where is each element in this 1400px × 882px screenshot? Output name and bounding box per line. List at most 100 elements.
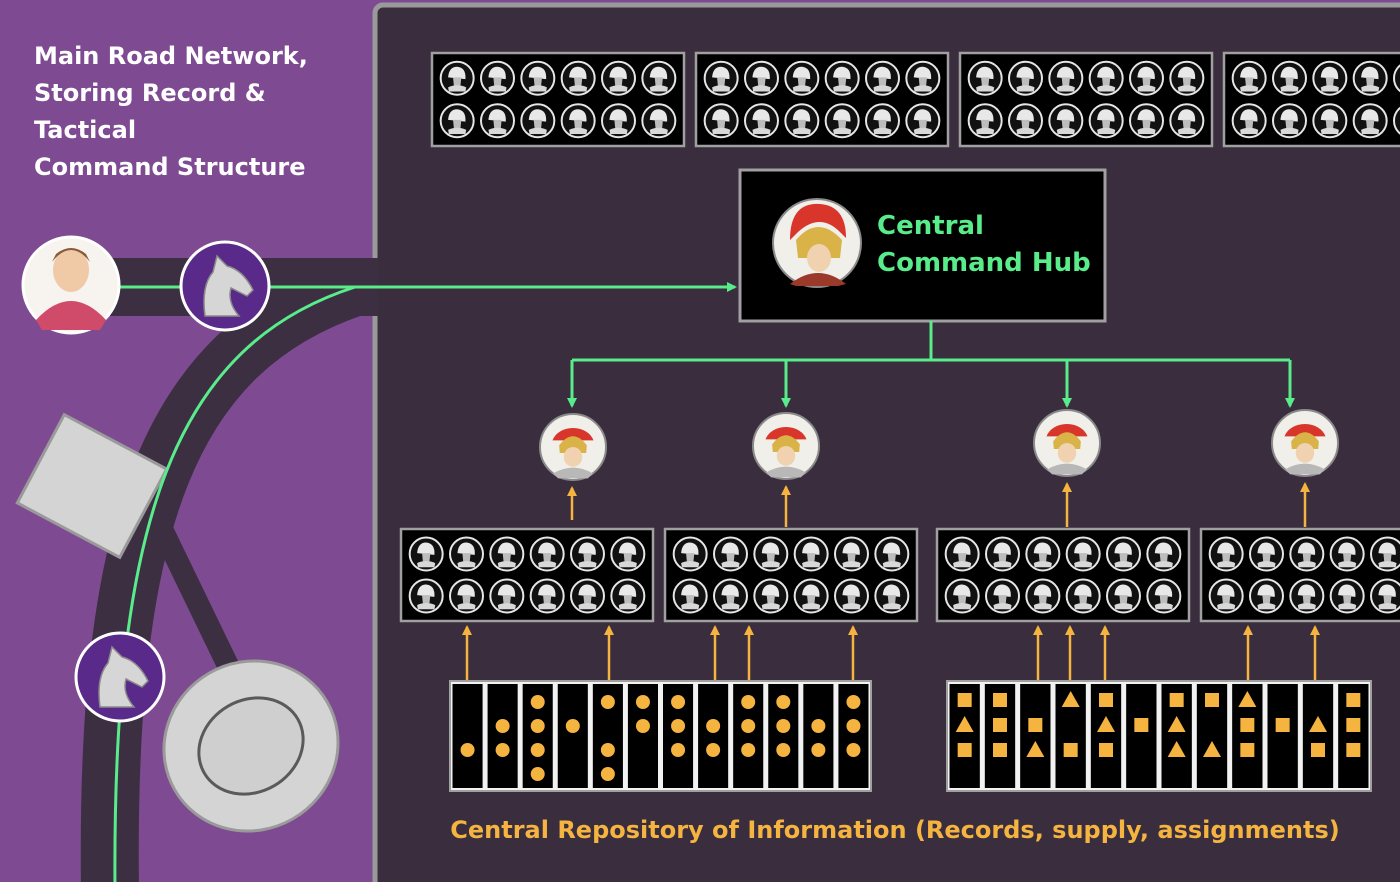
record-dot	[635, 695, 650, 709]
soldier-helmet-icon	[1008, 60, 1043, 96]
soldier-helmet-icon	[1008, 103, 1043, 139]
record-card	[1302, 684, 1334, 788]
soldier-helmet-icon	[1393, 106, 1400, 135]
record-dot	[846, 719, 861, 733]
soldier-helmet-icon	[439, 103, 475, 139]
building-icon	[15, 412, 169, 560]
record-triangle	[1309, 716, 1327, 732]
soldier-helmet-icon	[944, 578, 980, 614]
legion-block-mid	[399, 527, 655, 623]
record-square	[1099, 693, 1113, 707]
record-square	[1311, 743, 1325, 757]
record-card	[452, 684, 483, 788]
record-square	[1134, 718, 1149, 732]
soldier-helmet-icon	[1048, 60, 1084, 96]
soldier-helmet-icon	[834, 578, 869, 614]
hub-title: Central Command Hub	[877, 211, 1091, 278]
record-triangle	[1026, 741, 1045, 757]
soldier-helmet-icon	[967, 60, 1003, 96]
record-triangle	[1061, 691, 1080, 707]
soldier-helmet-icon	[744, 60, 779, 96]
record-triangle	[1203, 741, 1221, 757]
soldier-helmet-icon	[449, 578, 484, 614]
legion-block-mid	[1199, 527, 1400, 623]
soldier-helmet-icon	[610, 536, 646, 572]
soldier-helmet-icon	[560, 103, 596, 139]
record-dot	[671, 695, 686, 709]
main-board	[372, 2, 1400, 882]
record-square	[1028, 718, 1043, 732]
general-helmet-icon	[772, 198, 862, 288]
soldier-helmet-icon	[1370, 536, 1400, 572]
soldier-helmet-icon	[408, 536, 444, 572]
central-command-hub	[738, 168, 1107, 323]
record-dot	[741, 719, 756, 733]
record-dot	[846, 695, 861, 709]
soldier-helmet-icon	[713, 536, 748, 572]
soldier-helmet-icon	[570, 578, 605, 614]
record-card	[557, 684, 588, 788]
soldier-helmet-icon	[753, 536, 789, 572]
soldier-helmet-icon	[1088, 60, 1124, 96]
soldier-helmet-icon	[985, 578, 1020, 614]
record-dot	[846, 743, 861, 757]
soldier-helmet-icon	[1065, 536, 1101, 572]
record-square	[993, 743, 1007, 757]
soldier-helmet-icon	[449, 536, 484, 572]
soldier-helmet-icon	[1208, 536, 1244, 572]
record-dot	[600, 743, 615, 757]
record-dot	[811, 719, 826, 733]
arena-road	[150, 520, 245, 685]
soldier-helmet-icon	[793, 578, 829, 614]
soldier-helmet-icon	[1025, 578, 1061, 614]
soldier-helmet-icon	[672, 536, 708, 572]
record-dot	[495, 719, 510, 733]
legion-block-mid	[935, 527, 1191, 623]
record-card	[803, 684, 834, 788]
soldier-helmet-icon	[874, 578, 910, 614]
soldier-helmet-icon	[672, 578, 708, 614]
soldier-helmet-icon	[489, 578, 525, 614]
horse-messenger-icon	[179, 240, 271, 332]
soldier-helmet-icon	[1272, 103, 1307, 139]
centurion-icon	[1271, 409, 1339, 477]
record-triangle	[1167, 741, 1186, 757]
record-square	[993, 693, 1007, 707]
soldier-helmet-icon	[824, 103, 860, 139]
record-card	[1267, 684, 1298, 788]
soldier-helmet-icon	[520, 103, 556, 139]
record-square	[1275, 718, 1290, 732]
legion-block-top	[958, 51, 1214, 148]
record-dot	[530, 719, 545, 733]
soldier-helmet-icon	[570, 536, 605, 572]
soldier-helmet-icon	[489, 536, 525, 572]
record-dot	[671, 743, 686, 757]
legion-block-top	[694, 51, 950, 148]
record-dot	[495, 743, 510, 757]
record-dot	[671, 719, 686, 733]
soldier-helmet-icon	[744, 103, 779, 139]
records-left	[449, 680, 872, 792]
soldier-helmet-icon	[520, 60, 556, 96]
centurion-icon	[752, 412, 820, 480]
soldier-helmet-icon	[1370, 578, 1400, 614]
soldier-helmet-icon	[874, 536, 910, 572]
soldier-helmet-icon	[1208, 578, 1244, 614]
record-dot	[530, 743, 545, 757]
soldier-helmet-icon	[1065, 578, 1101, 614]
soldier-helmet-icon	[1289, 536, 1325, 572]
soldier-helmet-icon	[865, 103, 900, 139]
soldier-helmet-icon	[905, 60, 941, 96]
record-triangle	[1238, 691, 1257, 707]
soldier-helmet-icon	[784, 60, 820, 96]
record-square	[993, 718, 1007, 732]
record-square	[1346, 693, 1361, 707]
soldier-helmet-icon	[601, 103, 636, 139]
record-square	[1205, 693, 1219, 707]
soldier-helmet-icon	[1146, 578, 1182, 614]
record-card	[487, 684, 518, 788]
soldier-helmet-icon	[1231, 60, 1267, 96]
record-triangle	[1097, 716, 1115, 732]
